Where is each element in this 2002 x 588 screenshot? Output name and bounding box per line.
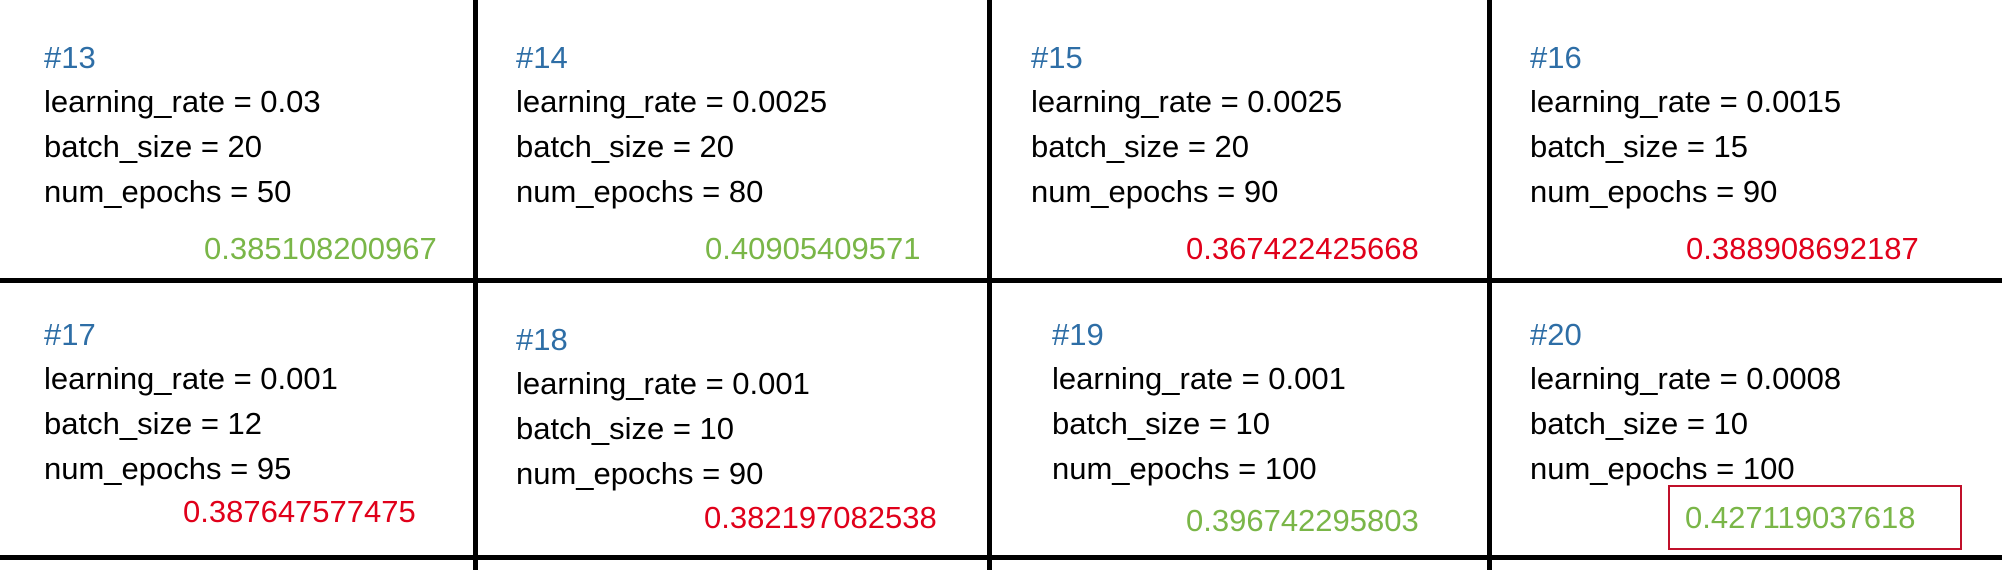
run-id: #20	[1530, 317, 1582, 352]
batch-size-text: batch_size = 10	[1530, 406, 1749, 441]
learning-rate-text: learning_rate = 0.03	[44, 84, 321, 119]
num-epochs-text: num_epochs = 95	[44, 451, 292, 486]
batch-size-text: batch_size = 20	[516, 129, 735, 164]
run-id: #18	[516, 322, 568, 357]
score-value: 0.388908692187	[1686, 231, 1919, 266]
best-score-highlight-box	[1668, 485, 1962, 550]
num-epochs-text: num_epochs = 100	[1052, 451, 1317, 486]
horizontal-divider-middle	[0, 278, 2002, 283]
run-id: #13	[44, 40, 96, 75]
num-epochs-text: num_epochs = 90	[1530, 174, 1778, 209]
learning-rate-text: learning_rate = 0.0015	[1530, 84, 1842, 119]
num-epochs-text: num_epochs = 90	[1031, 174, 1279, 209]
batch-size-text: batch_size = 20	[1031, 129, 1250, 164]
run-id: #19	[1052, 317, 1104, 352]
learning-rate-text: learning_rate = 0.0008	[1530, 361, 1842, 396]
vertical-divider-2	[987, 0, 992, 570]
learning-rate-text: learning_rate = 0.001	[516, 366, 810, 401]
run-cell-20: #20 learning_rate = 0.0008 batch_size = …	[1492, 283, 2002, 555]
run-cell-17: #17 learning_rate = 0.001 batch_size = 1…	[0, 283, 473, 555]
horizontal-divider-bottom	[0, 555, 2002, 560]
score-value: 0.367422425668	[1186, 231, 1419, 266]
batch-size-text: batch_size = 10	[516, 411, 735, 446]
run-id: #16	[1530, 40, 1582, 75]
num-epochs-text: num_epochs = 90	[516, 456, 764, 491]
num-epochs-text: num_epochs = 50	[44, 174, 292, 209]
score-value: 0.385108200967	[204, 231, 437, 266]
run-cell-15: #15 learning_rate = 0.0025 batch_size = …	[992, 0, 1487, 278]
score-value: 0.396742295803	[1186, 503, 1419, 538]
run-cell-16: #16 learning_rate = 0.0015 batch_size = …	[1492, 0, 2002, 278]
run-cell-13: #13 learning_rate = 0.03 batch_size = 20…	[0, 0, 473, 278]
best-score-value: 0.427119037618	[1685, 500, 1916, 535]
batch-size-text: batch_size = 12	[44, 406, 263, 441]
run-cell-18: #18 learning_rate = 0.001 batch_size = 1…	[478, 283, 987, 555]
score-value: 0.382197082538	[704, 500, 937, 535]
batch-size-text: batch_size = 20	[44, 129, 263, 164]
learning-rate-text: learning_rate = 0.001	[1052, 361, 1346, 396]
batch-size-text: batch_size = 15	[1530, 129, 1749, 164]
run-cell-14: #14 learning_rate = 0.0025 batch_size = …	[478, 0, 987, 278]
learning-rate-text: learning_rate = 0.0025	[516, 84, 828, 119]
learning-rate-text: learning_rate = 0.0025	[1031, 84, 1343, 119]
run-id: #14	[516, 40, 568, 75]
run-id: #15	[1031, 40, 1083, 75]
score-value: 0.387647577475	[183, 494, 416, 529]
run-cell-19: #19 learning_rate = 0.001 batch_size = 1…	[992, 283, 1487, 555]
batch-size-text: batch_size = 10	[1052, 406, 1271, 441]
num-epochs-text: num_epochs = 100	[1530, 451, 1795, 486]
learning-rate-text: learning_rate = 0.001	[44, 361, 338, 396]
score-value: 0.40905409571	[705, 231, 921, 266]
vertical-divider-3	[1487, 0, 1492, 570]
run-id: #17	[44, 317, 96, 352]
num-epochs-text: num_epochs = 80	[516, 174, 764, 209]
vertical-divider-1	[473, 0, 478, 570]
